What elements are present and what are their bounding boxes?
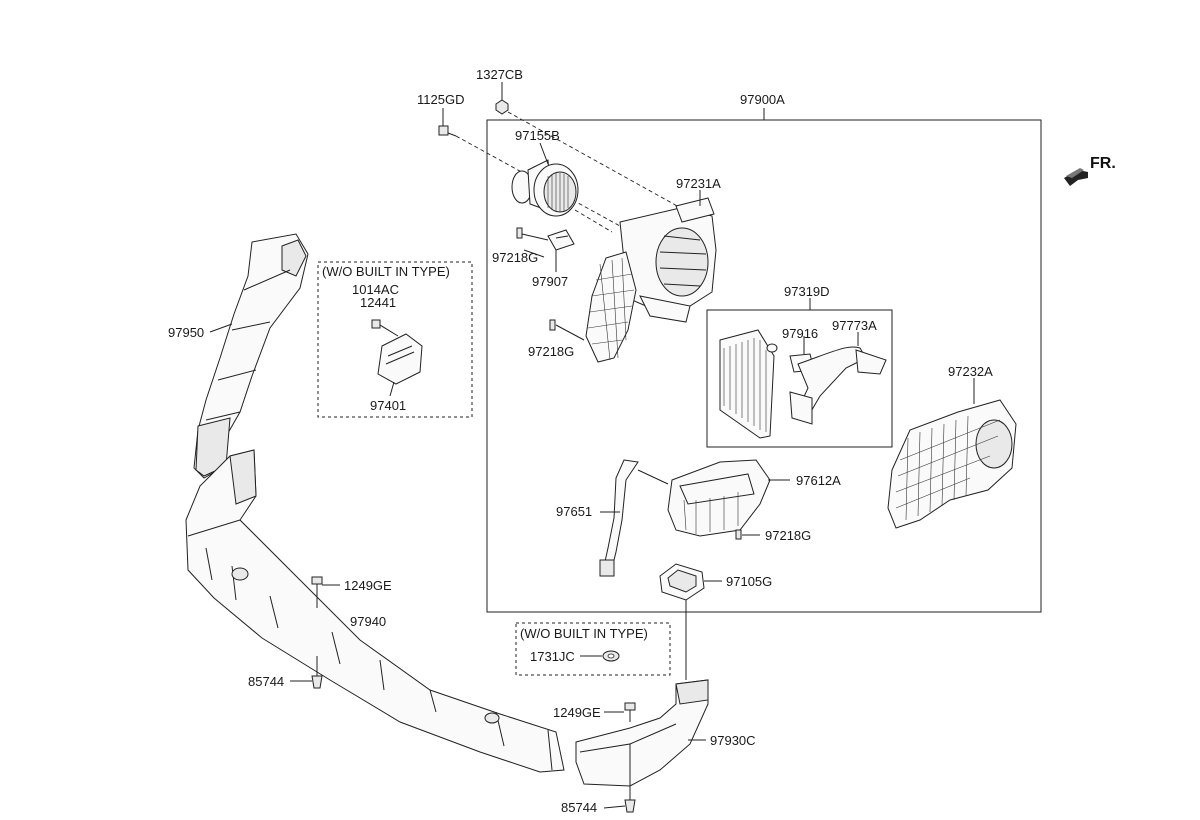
label-97900A: 97900A <box>740 92 785 107</box>
gasket-97105G <box>659 563 705 601</box>
blower-motor-97155B <box>511 159 579 217</box>
label-97155B: 97155B <box>515 128 560 143</box>
label-12441: 12441 <box>360 295 396 310</box>
label-1125GD: 1125GD <box>417 92 464 107</box>
duct-97950 <box>193 233 309 479</box>
screw-1125GD-icon <box>438 125 457 137</box>
case-97612A <box>667 459 771 540</box>
screw-97218G-b-icon <box>549 319 556 331</box>
label-97916: 97916 <box>782 326 818 341</box>
screw-1249GE-a-icon <box>311 576 323 608</box>
blower-housing-97231A <box>619 197 717 323</box>
heater-core-97916 <box>719 329 778 439</box>
clip-85744-a-icon <box>311 675 323 689</box>
duct-97930C <box>575 679 709 787</box>
clip-85744-b-icon <box>624 799 636 813</box>
label-97319D: 97319D <box>784 284 830 299</box>
label-97940: 97940 <box>350 614 386 629</box>
bracket-97907 <box>547 229 575 251</box>
subassembly-box-97319D <box>706 309 893 448</box>
screw-1249GE-b-icon <box>624 702 636 722</box>
side-cover-97232A <box>887 399 1017 529</box>
label-97907: 97907 <box>532 274 568 289</box>
housing-grid-part <box>585 251 637 363</box>
label-front: FR. <box>1090 155 1116 172</box>
label-97773A: 97773A <box>832 318 877 333</box>
washer-1731JC-icon <box>602 650 620 662</box>
pipe-97773A <box>789 346 887 425</box>
label-85744-a: 85744 <box>248 674 284 689</box>
label-1327CB: 1327CB <box>476 67 523 82</box>
label-97950: 97950 <box>168 325 204 340</box>
label-97231A: 97231A <box>676 176 721 191</box>
label-97651: 97651 <box>556 504 592 519</box>
screw-97218G-a-icon <box>516 227 523 239</box>
duct-97940 <box>185 449 565 773</box>
front-arrow-icon <box>1064 168 1088 186</box>
label-1731JC: 1731JC <box>530 649 575 664</box>
label-97930C: 97930C <box>710 733 756 748</box>
label-97105G: 97105G <box>726 574 772 589</box>
drain-hose-97651 <box>599 459 639 577</box>
label-85744-b: 85744 <box>561 800 597 815</box>
label-wo-built-in-type-1: (W/O BUILT IN TYPE) <box>322 264 450 279</box>
option-box-1 <box>317 261 473 418</box>
label-97612A: 97612A <box>796 473 841 488</box>
label-wo-built-in-type-2: (W/O BUILT IN TYPE) <box>520 626 648 641</box>
label-97218G-b: 97218G <box>528 344 574 359</box>
option-box-2 <box>515 622 671 676</box>
label-97218G-c: 97218G <box>765 528 811 543</box>
label-97401: 97401 <box>370 398 406 413</box>
label-97218G-a: 97218G <box>492 250 538 265</box>
nut-1327CB-icon <box>495 99 509 115</box>
label-1249GE-a: 1249GE <box>344 578 392 593</box>
actuator-97401 <box>371 319 423 385</box>
label-1014AC: 1014AC <box>352 282 399 297</box>
label-1249GE-b: 1249GE <box>553 705 601 720</box>
label-97232A: 97232A <box>948 364 993 379</box>
